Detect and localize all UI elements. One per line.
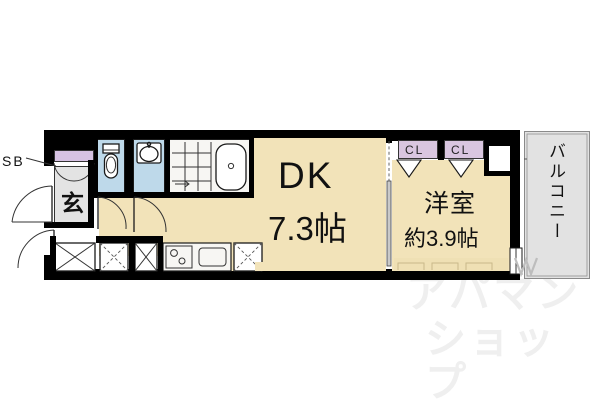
shoe-box	[54, 150, 94, 162]
wall-bedroom-jog-v	[484, 140, 489, 176]
closet-right	[444, 140, 484, 159]
balcony-area	[524, 131, 590, 279]
dk-area-label: 7.3帖	[268, 210, 347, 247]
bedroom-south-window	[394, 258, 508, 270]
room-dk-floor	[253, 138, 386, 271]
entrance-door-upper	[11, 185, 53, 223]
cabinet-unit-1	[99, 242, 129, 272]
bedroom-area-label: 約3.9帖	[404, 226, 479, 251]
sb-annotation-label: SB	[2, 153, 25, 169]
closet-divider	[438, 138, 444, 160]
balcony-window-mark	[513, 256, 539, 278]
balcony-railing	[524, 133, 588, 277]
exterior-wall-bottom	[44, 269, 520, 280]
washbasin-door-swing	[133, 196, 167, 233]
partition-toilet-wash	[125, 131, 133, 196]
wall-bedroom-jog-h	[484, 171, 514, 176]
balcony-label: バルコニー	[546, 142, 565, 242]
closet-right-opening-marker	[447, 159, 475, 178]
wall-under-wetblock	[92, 192, 254, 198]
genkan-wall-bottom	[44, 222, 94, 228]
dk-south-edge	[255, 262, 383, 271]
wall-kitchen-counter-edge	[158, 236, 163, 272]
room-bedroom-floor	[392, 176, 510, 271]
exterior-wall-top	[44, 130, 520, 141]
dk-label: DK	[278, 155, 334, 196]
toilet-door-swing	[97, 196, 127, 230]
cabinet-unit-2	[134, 242, 158, 272]
washing-machine-pan	[54, 242, 96, 272]
bedroom-label: 洋室	[424, 190, 477, 218]
genkan-label: 玄	[61, 190, 84, 216]
closet-left-label: CL	[405, 143, 425, 157]
bathroom-fixtures	[172, 142, 247, 191]
kitchen-counter	[162, 242, 232, 272]
wall-kitchen-divider	[129, 236, 135, 272]
toilet-fixture-icon	[102, 143, 120, 179]
wall-above-closets	[392, 131, 520, 140]
closet-left	[398, 140, 438, 159]
wall-kitchen-left	[50, 236, 56, 272]
genkan-wall-top	[44, 141, 94, 150]
exterior-wall-right	[510, 130, 520, 280]
partition-dk-bedroom-top	[386, 131, 392, 143]
exterior-wall-left-lower	[44, 255, 54, 280]
wall-bedroom-jog	[484, 140, 520, 146]
partition-toilet-left	[92, 131, 98, 196]
plan-outline-overlay	[44, 130, 520, 280]
partition-bath-dk	[249, 131, 254, 196]
genkan-wall-right	[88, 160, 94, 226]
closet-right-label: CL	[451, 143, 471, 157]
sb-leader-line	[25, 157, 57, 167]
watermark-line-2: ショップ	[425, 316, 557, 405]
sliding-partition-dk-bedroom	[386, 141, 392, 267]
partition-wash-bath	[165, 131, 170, 196]
closet-left-opening-marker	[395, 159, 423, 178]
washbasin-fixture-icon	[136, 141, 162, 164]
